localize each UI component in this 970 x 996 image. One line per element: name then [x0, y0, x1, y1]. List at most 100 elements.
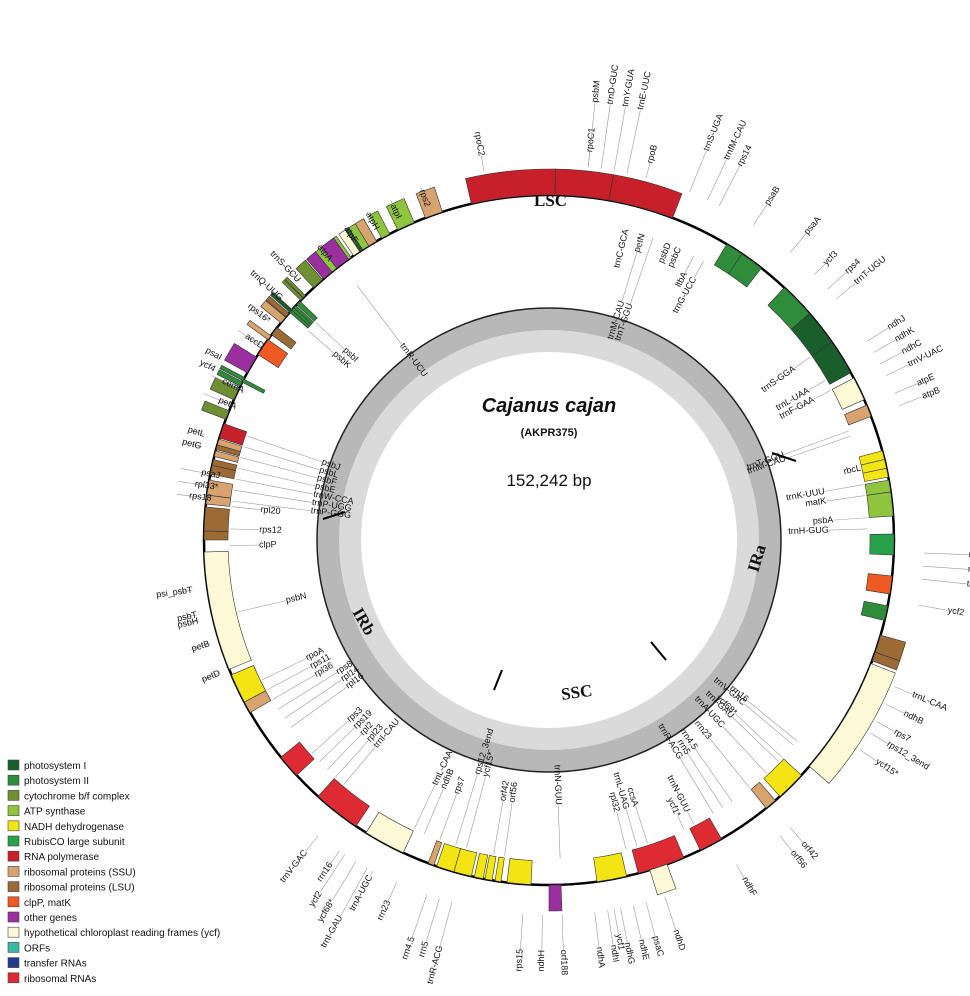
label-leader-line	[315, 322, 345, 350]
label-leader-line	[330, 850, 340, 864]
label-leader-line	[687, 753, 723, 808]
gene-block-psbn	[241, 378, 266, 394]
gene-label: rps12	[259, 524, 282, 535]
legend-swatch	[7, 850, 20, 862]
label-leader-line	[709, 737, 750, 789]
label-leader-line	[744, 703, 794, 746]
gene-label: ndhE	[637, 938, 651, 961]
gene-label: trnS-GGA	[759, 363, 797, 394]
gene-block-ndhg	[484, 855, 497, 881]
boundary-tick-irb-lsc	[322, 511, 346, 520]
gene-label: trnL-CAA	[911, 689, 949, 713]
gene-label: orf42	[497, 780, 510, 802]
legend-label: clpP, matK	[24, 898, 71, 909]
label-leader-line	[833, 517, 868, 521]
label-leader-line	[290, 686, 347, 728]
gene-block-rps2	[415, 186, 443, 219]
label-leader-line	[319, 727, 355, 762]
gene-block-ndhb	[763, 758, 802, 797]
label-leader-line	[238, 467, 316, 487]
gene-label: trnP-GGG	[310, 505, 351, 520]
label-leader-line	[918, 604, 948, 611]
label-leader-line	[455, 774, 478, 846]
gene-label: rpl33*	[194, 478, 219, 492]
label-leader-line	[243, 446, 320, 471]
label-leader-line	[203, 393, 237, 408]
gene-label: psbA	[812, 515, 833, 526]
label-leader-line	[630, 238, 654, 304]
label-leader-line	[557, 804, 561, 859]
label-leader-line	[779, 835, 793, 852]
label-leader-line	[176, 494, 212, 499]
legend-swatch	[7, 759, 20, 771]
gene-label: psbM	[589, 80, 601, 103]
label-leader-line	[885, 364, 909, 376]
label-leader-line	[873, 339, 896, 353]
gene-block-psbc	[728, 253, 762, 288]
gene-label: petN	[632, 232, 647, 253]
gene-block-rpl2	[203, 506, 230, 532]
label-leader-line	[824, 484, 864, 492]
gene-block-rps15	[427, 840, 443, 866]
label-leader-line	[390, 200, 400, 219]
gene-label: trnV-GAC	[278, 847, 310, 884]
label-leader-line	[694, 260, 704, 278]
gene-block-ycf2	[808, 663, 896, 784]
label-leader-line	[859, 749, 877, 762]
legend-swatch	[7, 926, 20, 938]
gene-block-ycf4	[338, 229, 361, 257]
gene-label: rpl23	[968, 564, 970, 575]
boundary-tick-ira-ssc	[650, 641, 667, 661]
gene-block-psi-psbt	[224, 342, 257, 374]
gene-label: trnI-CAU	[966, 578, 970, 592]
label-leader-line	[633, 905, 642, 940]
legend-swatch	[7, 881, 20, 892]
gene-label: ycf2	[307, 889, 324, 908]
label-leader-line	[230, 528, 260, 531]
gene-label: petG	[181, 436, 202, 451]
label-leader-line	[613, 106, 626, 171]
gene-block-psba	[860, 600, 889, 621]
gene-label: petB	[190, 638, 211, 653]
gene-label: trnY-GUA	[620, 68, 636, 107]
region-label-lsc: LSC	[534, 191, 567, 210]
label-leader-line	[439, 793, 457, 840]
legend-label: NADH dehydrogenase	[24, 822, 124, 833]
label-leader-line	[388, 882, 397, 901]
gene-label: trnD-GUC	[605, 63, 621, 104]
label-leader-line	[783, 430, 849, 455]
gene-block-atph	[368, 210, 391, 239]
label-leader-line	[689, 150, 707, 193]
gene-block-rbcl	[869, 533, 895, 556]
label-leader-line	[327, 734, 362, 770]
label-leader-line	[645, 163, 651, 178]
label-leader-line	[600, 104, 611, 169]
label-leader-line	[270, 288, 282, 300]
label-leader-line	[626, 109, 641, 174]
gene-block-ccsa	[548, 884, 563, 912]
label-leader-line	[238, 600, 286, 613]
gene-block-cema	[306, 251, 333, 280]
gene-label: petD	[200, 668, 222, 685]
gene-label: psaB	[762, 184, 782, 207]
label-leader-line	[237, 330, 264, 348]
gene-label: ycf2	[947, 605, 965, 618]
label-leader-line	[722, 726, 767, 774]
label-leader-line	[752, 204, 768, 226]
label-leader-line	[180, 468, 221, 477]
label-leader-line	[247, 435, 323, 463]
gene-label: rrn23	[693, 718, 714, 741]
gene-label: petL	[187, 424, 207, 439]
gene-label: ndhH	[536, 950, 546, 972]
gene-block-rrn16	[689, 817, 722, 851]
label-leader-line	[190, 643, 210, 650]
label-leader-line	[826, 495, 865, 502]
label-leader-line	[746, 700, 798, 741]
gene-block-rpl33	[265, 295, 290, 318]
label-leader-line	[789, 827, 804, 843]
gene-label: psbH	[176, 616, 199, 630]
label-leader-line	[735, 713, 783, 758]
label-leader-line	[620, 908, 628, 943]
gene-label: ycf1	[614, 933, 627, 951]
